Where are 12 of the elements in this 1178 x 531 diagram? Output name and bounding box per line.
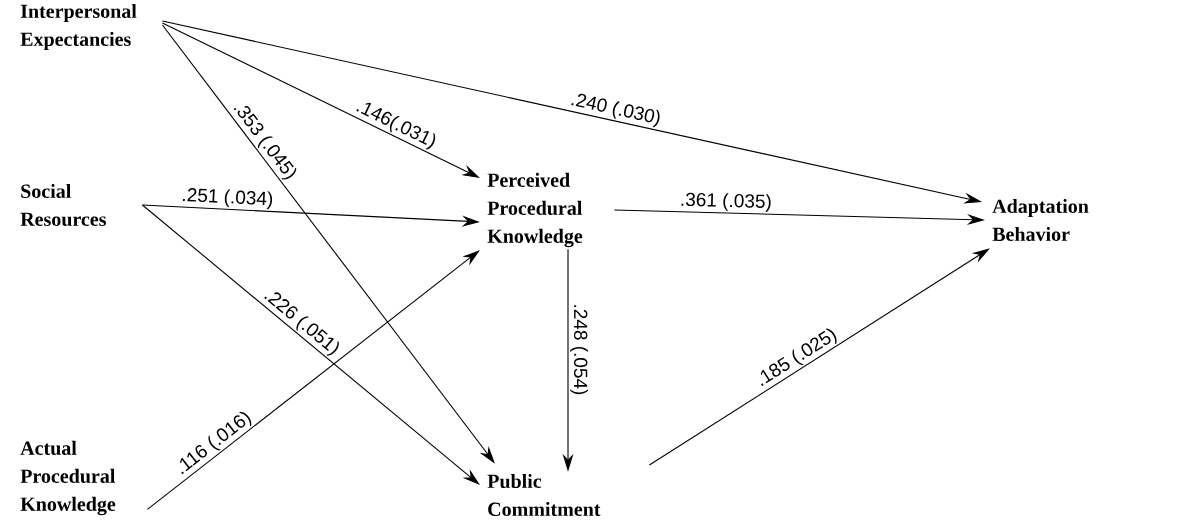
arrow xyxy=(141,204,480,485)
edge-label: .240 (.030) xyxy=(567,90,664,130)
node-label: Interpersonal Expectancies xyxy=(20,3,137,51)
node-label: Adaptation Behavior xyxy=(992,198,1089,242)
node-label: Actual Procedural Knowledge xyxy=(20,440,116,516)
node-label: Perceived Procedural Knowledge xyxy=(487,172,583,248)
edge-label: .248 (.054) xyxy=(569,302,589,397)
node-label: Public Commitment xyxy=(487,473,601,517)
edge-label: .361 (.035) xyxy=(678,190,774,214)
arrow xyxy=(146,250,480,510)
edge-label: .251 (.034) xyxy=(180,186,275,211)
node-label: Social Resources xyxy=(20,183,106,227)
